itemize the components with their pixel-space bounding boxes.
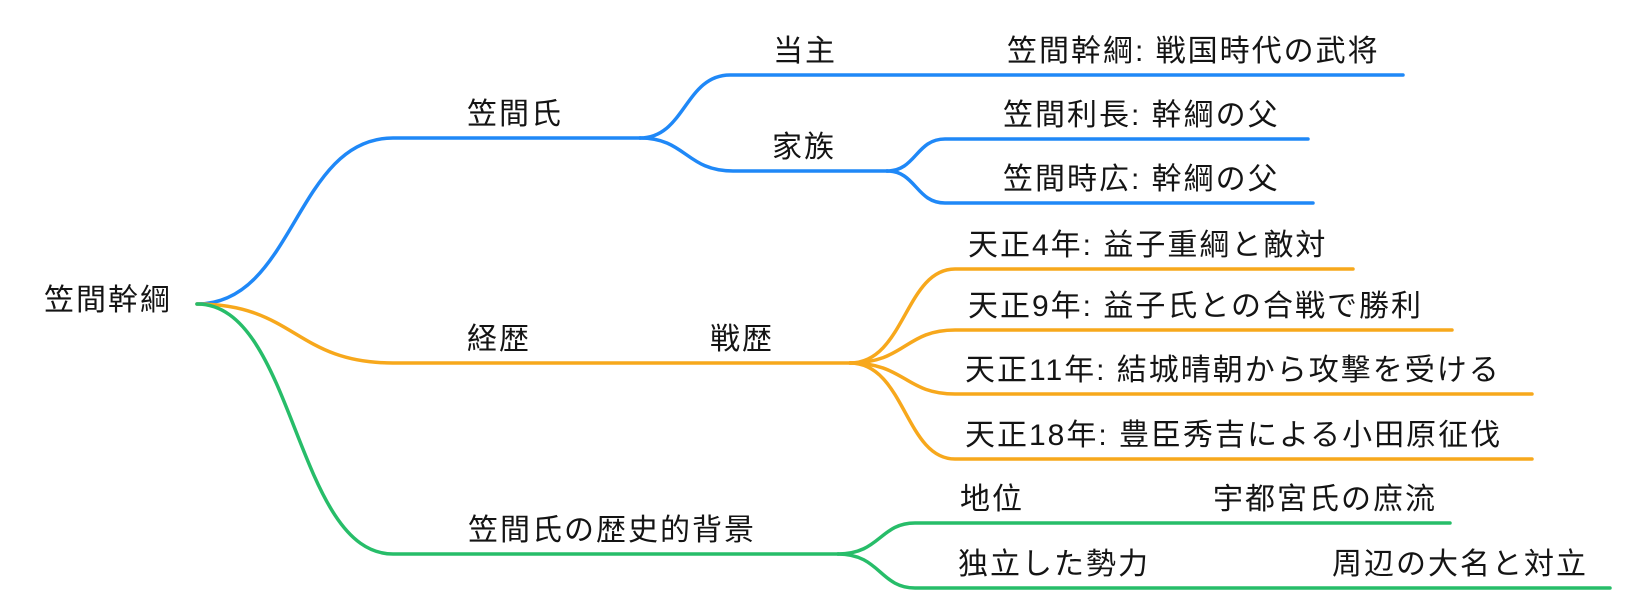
edge-war-record-to-tensho4 bbox=[848, 267, 1355, 365]
edge-background-to-status bbox=[836, 521, 1452, 556]
node-war-record[interactable]: 戦歴 bbox=[710, 323, 774, 356]
node-family[interactable]: 家族 bbox=[772, 131, 836, 164]
edge-root-to-background bbox=[195, 302, 840, 556]
node-tensho-9[interactable]: 天正9年: 益子氏との合戦で勝利 bbox=[968, 290, 1424, 323]
edge-background-to-independent bbox=[836, 552, 1612, 590]
edge-root-to-career bbox=[195, 302, 852, 365]
root-node[interactable]: 笠間幹綱 bbox=[44, 284, 172, 317]
node-independent-power[interactable]: 独立した勢力 bbox=[958, 548, 1150, 581]
edge-kasama-clan-to-family bbox=[638, 136, 889, 173]
edge-war-record-to-tensho9 bbox=[848, 328, 1454, 365]
node-tensho-18[interactable]: 天正18年: 豊臣秀吉による小田原征伐 bbox=[965, 419, 1503, 452]
node-career[interactable]: 経歴 bbox=[467, 323, 531, 356]
node-kasama-clan[interactable]: 笠間氏 bbox=[467, 98, 563, 131]
node-family-toshinaga[interactable]: 笠間利長: 幹綱の父 bbox=[1003, 99, 1280, 132]
edge-family-to-tokihiro bbox=[885, 169, 1315, 205]
edge-family-to-toshinaga bbox=[885, 137, 1310, 173]
node-head-detail[interactable]: 笠間幹綱: 戦国時代の武将 bbox=[1007, 35, 1380, 68]
node-historical-background[interactable]: 笠間氏の歴史的背景 bbox=[468, 514, 756, 547]
edge-kasama-clan-to-head bbox=[638, 73, 1405, 140]
node-head[interactable]: 当主 bbox=[773, 35, 837, 68]
node-tensho-4[interactable]: 天正4年: 益子重綱と敵対 bbox=[968, 229, 1328, 262]
edge-root-to-kasama-clan bbox=[195, 136, 642, 306]
edge-war-record-to-tensho11 bbox=[848, 361, 1534, 396]
edge-war-record-to-tensho18 bbox=[848, 361, 1534, 461]
node-independent-power-detail[interactable]: 周辺の大名と対立 bbox=[1332, 548, 1588, 581]
node-tensho-11[interactable]: 天正11年: 結城晴朝から攻撃を受ける bbox=[965, 354, 1501, 387]
node-status-detail[interactable]: 宇都宮氏の庶流 bbox=[1213, 483, 1437, 516]
node-family-tokihiro[interactable]: 笠間時広: 幹綱の父 bbox=[1003, 163, 1280, 196]
node-status[interactable]: 地位 bbox=[960, 483, 1024, 516]
